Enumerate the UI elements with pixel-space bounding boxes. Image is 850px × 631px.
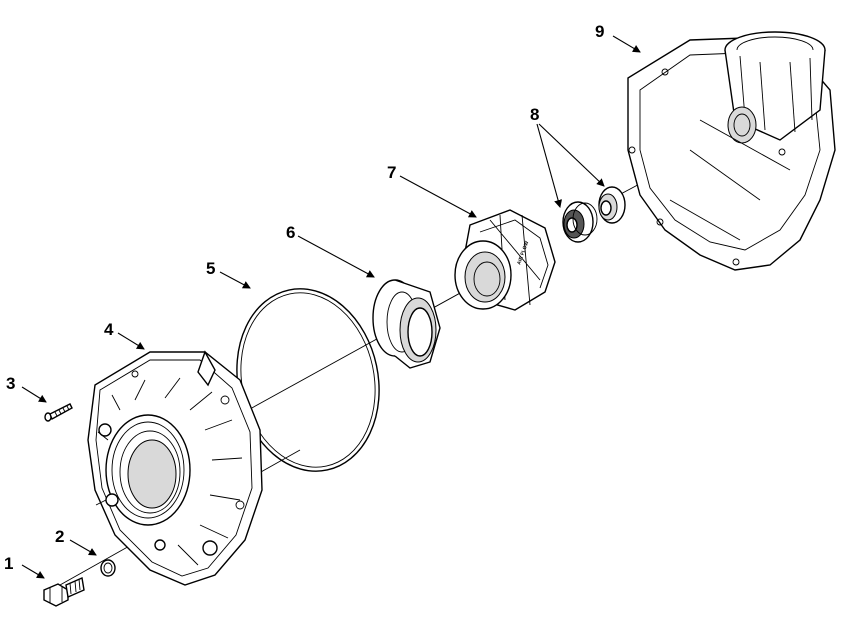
- callout-7: 7: [387, 163, 396, 182]
- shaft-seal: [562, 186, 626, 243]
- leader-arrow-8b: [538, 123, 605, 187]
- leader-arrow-2: [69, 539, 97, 556]
- drain-plug: [43, 576, 85, 607]
- pump-volute-housing: [627, 31, 836, 271]
- leader-arrow-1: [21, 564, 45, 579]
- leader-arrow-8a: [536, 123, 562, 208]
- leader-arrow-4: [117, 332, 145, 350]
- callout-4: 4: [104, 320, 114, 339]
- callout-3: 3: [6, 374, 15, 393]
- callout-labels: 1 2 3 4 5 6 7 8 9: [4, 22, 604, 573]
- wear-ring: [372, 279, 441, 369]
- callout-5: 5: [206, 259, 215, 278]
- callout-2: 2: [55, 527, 64, 546]
- drain-plug-o-ring: [100, 559, 116, 577]
- leader-arrows: [21, 35, 641, 579]
- callout-6: 6: [286, 223, 295, 242]
- callout-8: 8: [530, 105, 539, 124]
- impeller: AIR FLOW: [454, 209, 556, 311]
- screw: [44, 403, 73, 422]
- leader-arrow-5: [219, 271, 251, 289]
- leader-arrow-3: [21, 386, 47, 403]
- front-faceplate: [87, 350, 263, 586]
- leader-arrow-6: [297, 235, 375, 278]
- callout-9: 9: [595, 22, 604, 41]
- leader-arrow-9: [612, 35, 641, 53]
- leader-arrow-7: [399, 175, 477, 218]
- callout-1: 1: [4, 554, 13, 573]
